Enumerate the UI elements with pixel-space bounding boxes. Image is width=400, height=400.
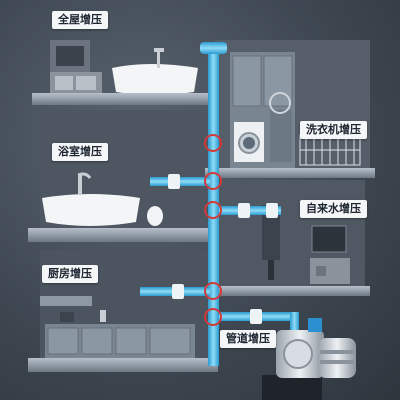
bathroom-room (42, 172, 163, 226)
label-tap-water: 自来水增压 (300, 200, 367, 218)
label-bathroom: 浴室增压 (52, 143, 108, 161)
label-pipeline: 管道增压 (220, 330, 276, 348)
shelf (205, 168, 375, 178)
laundry-room (230, 52, 361, 170)
shelf (28, 228, 208, 242)
top-floor-room (50, 40, 198, 95)
pipe-top-bend (200, 42, 227, 54)
shelf (28, 358, 218, 372)
shelf (32, 93, 212, 105)
branch-pipe (290, 312, 299, 342)
label-kitchen: 厨房增压 (42, 265, 98, 283)
tap-water-room (262, 205, 350, 284)
main-pipe (208, 48, 219, 366)
pipe-fittings (168, 174, 278, 324)
label-whole-house: 全屋增压 (52, 11, 108, 29)
kitchen-room (40, 296, 195, 358)
pipe-joints (204, 134, 222, 326)
shelf (205, 286, 370, 296)
water-pump (262, 318, 356, 400)
label-washing-machine: 洗衣机增压 (300, 121, 367, 139)
